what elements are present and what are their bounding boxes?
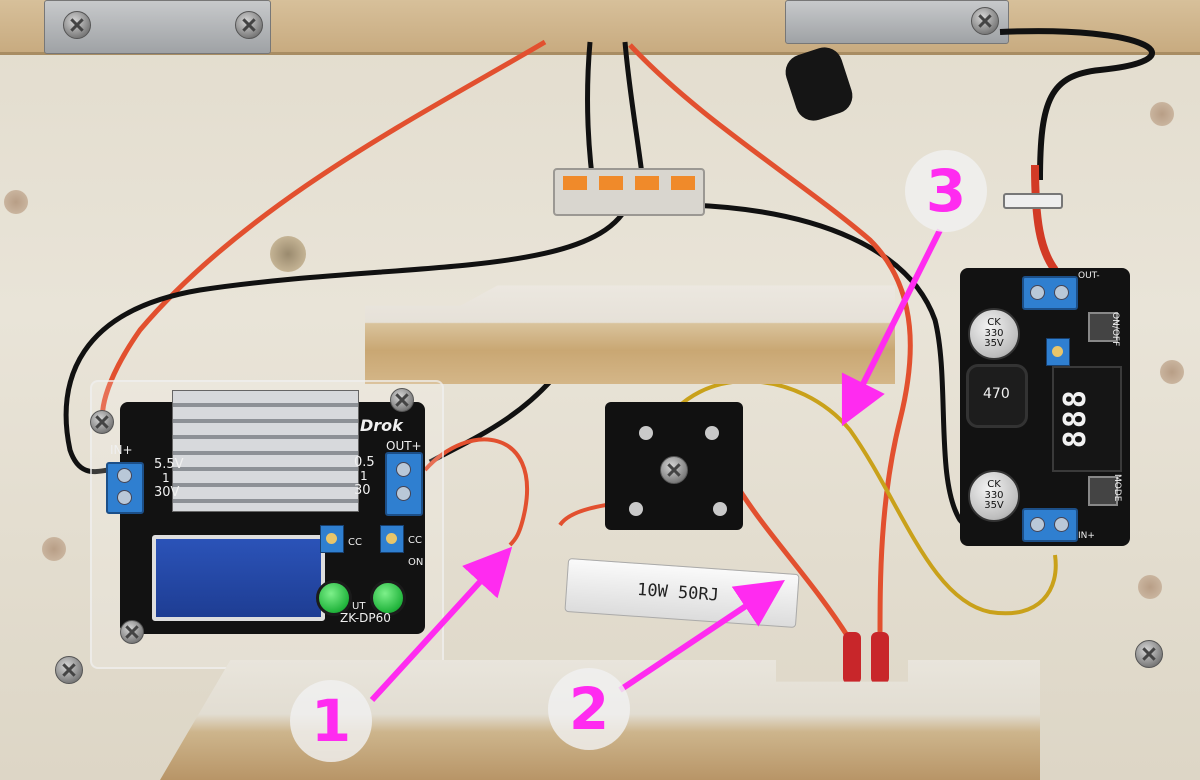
left-model-label: ZK-DP60: [340, 611, 391, 625]
wire-black-left: [63, 199, 633, 475]
on-off-button: [1088, 312, 1118, 342]
lcd-display: [152, 535, 325, 621]
right-output-terminal: [1022, 276, 1078, 310]
left-in-range-top: 5.5V: [154, 457, 184, 472]
arrow-1: [369, 546, 513, 703]
terminal-screw: [396, 486, 411, 501]
wood-screw: [1135, 640, 1163, 668]
lever: [671, 176, 695, 190]
left-cc-label: CC: [348, 537, 362, 548]
capacitor-top-label: CK 330 35V: [984, 317, 1004, 349]
case-screw: [390, 388, 414, 412]
right-in-label: IN+: [1078, 531, 1095, 541]
bracket-screw: [63, 11, 91, 39]
mounting-hole: [42, 537, 66, 561]
terminal-screw: [1054, 285, 1069, 300]
terminal-screw: [117, 468, 132, 483]
buck-converter-right: OUT- IN+ CK 330 35V CK 330 35V 470 888 O…: [960, 268, 1130, 546]
left-in-range-bot: 30V: [154, 485, 180, 500]
cc-potentiometer: [320, 525, 344, 553]
cv-potentiometer: [380, 525, 404, 553]
right-green-button: [370, 580, 406, 616]
standoff-knob: [270, 236, 306, 272]
terminal-screw: [1030, 517, 1045, 532]
left-cv-label: CC: [408, 535, 422, 546]
right-input-terminal: [1022, 508, 1078, 542]
terminal-screw: [1054, 517, 1069, 532]
right-potentiometer: [1046, 338, 1070, 366]
arrow-2: [618, 580, 785, 693]
rectifier-pin: [629, 502, 643, 516]
lever: [599, 176, 623, 190]
mounting-hole: [1150, 102, 1174, 126]
terminal-screw: [117, 490, 132, 505]
rectifier-pin: [713, 502, 727, 516]
terminal-screw: [396, 462, 411, 477]
wood-screw: [55, 656, 83, 684]
cable-clip: [1003, 193, 1063, 209]
capacitor-bottom: CK 330 35V: [968, 470, 1020, 522]
seven-segment-display: 888: [1052, 366, 1122, 472]
callout-1: 1: [290, 680, 372, 762]
right-out-label: OUT-: [1078, 271, 1100, 281]
bracket-screw: [235, 11, 263, 39]
wire-black-top-right: [999, 28, 1155, 181]
inductor: 470: [966, 364, 1028, 428]
left-out-small: UT: [352, 601, 366, 612]
crimp-terminal: [871, 632, 889, 684]
case-screw: [120, 620, 144, 644]
arrow-3: [841, 228, 943, 427]
left-input-terminal: [106, 462, 144, 514]
callout-2: 2: [548, 668, 630, 750]
callout-3: 3: [905, 150, 987, 232]
case-screw: [90, 410, 114, 434]
rectifier-screw: [660, 456, 688, 484]
mounting-hole: [4, 190, 28, 214]
bracket-screw: [971, 7, 999, 35]
top-left-bracket: [44, 0, 271, 54]
left-out-range-top: 0.5: [354, 455, 375, 470]
lever: [563, 176, 587, 190]
wire-red-to-left-module: [423, 437, 529, 547]
mode-button: [1088, 476, 1118, 506]
terminal-screw: [1030, 285, 1045, 300]
crimp-terminal: [843, 632, 861, 684]
left-out-range-mid: 1: [360, 469, 368, 483]
left-brand: Drok: [360, 416, 403, 435]
bridge-rectifier: [605, 402, 743, 530]
left-green-button: [316, 580, 352, 616]
inductor-label: 470: [983, 386, 1010, 402]
mounting-hole: [1160, 360, 1184, 384]
lever: [635, 176, 659, 190]
left-in-label: IN+: [110, 443, 133, 457]
buck-converter-left: Drok IN+ OUT+ 5.5V 1 30V 0.5 1 30 CC CC …: [90, 380, 444, 669]
capacitor-bottom-label: CK 330 35V: [984, 479, 1004, 511]
wire-red-long: [100, 39, 547, 432]
left-out-label: OUT+: [386, 439, 422, 453]
rectifier-pin: [639, 426, 653, 440]
lever-connector-block: [553, 168, 705, 216]
mounting-hole: [1138, 575, 1162, 599]
mode-label: MODE: [1112, 474, 1122, 502]
rectifier-pin: [705, 426, 719, 440]
on-off-label: ON/OFF: [1110, 312, 1120, 347]
heatsink: [172, 390, 359, 512]
left-out-range-bot: 30: [354, 483, 371, 498]
left-on-label: ON: [408, 557, 424, 568]
wire-red-right-module: [1031, 164, 1059, 273]
top-right-bracket: [785, 0, 1009, 44]
left-output-terminal: [385, 452, 423, 516]
capacitor-top: CK 330 35V: [968, 308, 1020, 360]
wire-red-right: [628, 43, 913, 641]
left-in-range-mid: 1: [162, 471, 170, 485]
